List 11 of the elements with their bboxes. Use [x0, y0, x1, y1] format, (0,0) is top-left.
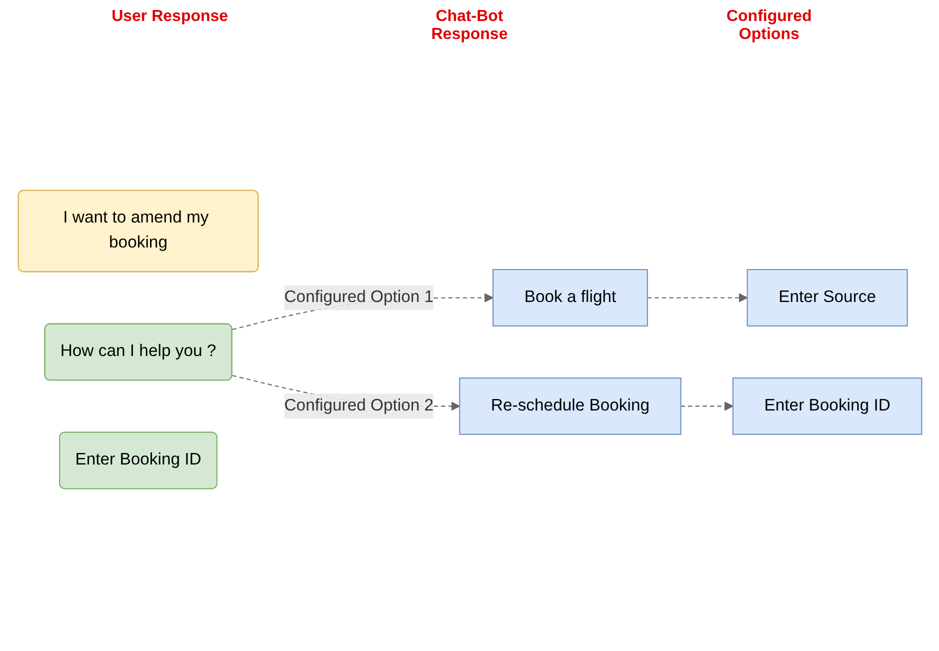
edge-label: Configured Option 2	[284, 396, 434, 414]
lane-heading: Configured Options	[725, 8, 813, 44]
lane-heading: Chat-Bot Response	[430, 8, 509, 44]
edge-label: Configured Option 1	[284, 288, 434, 306]
node-box: Enter Source	[746, 268, 908, 326]
lane-heading: User Response	[110, 8, 230, 27]
node-box: Enter Booking ID	[732, 377, 922, 434]
node-box: Re-schedule Booking	[458, 377, 681, 434]
arrow	[680, 401, 733, 410]
node-box: Book a flight	[492, 268, 648, 326]
arrow	[646, 292, 748, 302]
